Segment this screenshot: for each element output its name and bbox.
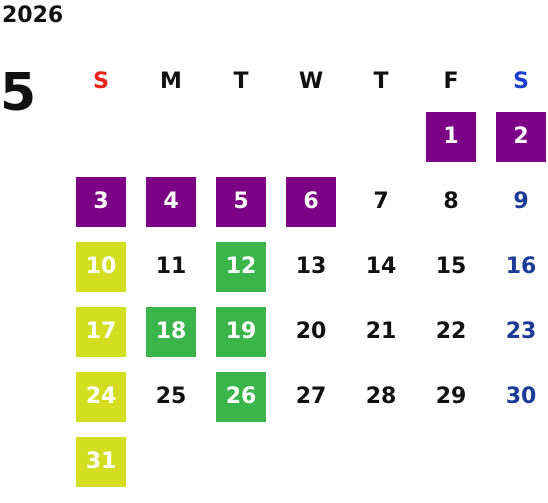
day-cell[interactable]: 14: [346, 234, 416, 299]
day-31: 31: [76, 436, 126, 487]
weekday-monday: M: [160, 68, 182, 94]
day-30: 30: [505, 384, 537, 409]
empty-cell: [346, 104, 416, 169]
day-25: 25: [155, 384, 187, 409]
day-cell[interactable]: 1: [416, 104, 486, 169]
day-4: 4: [146, 176, 196, 227]
day-cell[interactable]: 25: [136, 364, 206, 429]
day-cell[interactable]: 15: [416, 234, 486, 299]
day-cell[interactable]: 27: [276, 364, 346, 429]
day-cell[interactable]: 20: [276, 299, 346, 364]
empty-cell: [276, 104, 346, 169]
day-14: 14: [365, 254, 397, 279]
day-cell[interactable]: 7: [346, 169, 416, 234]
empty-cell: [206, 104, 276, 169]
month-number: 5: [0, 63, 37, 123]
day-2: 2: [496, 111, 546, 162]
day-19: 19: [216, 306, 266, 357]
day-cell[interactable]: 16: [486, 234, 548, 299]
weekday-wednesday: W: [298, 68, 324, 94]
day-cell[interactable]: 9: [486, 169, 548, 234]
day-29: 29: [435, 384, 467, 409]
day-cell[interactable]: 8: [416, 169, 486, 234]
day-27: 27: [295, 384, 327, 409]
day-11: 11: [155, 254, 187, 279]
day-1: 1: [426, 111, 476, 162]
day-18: 18: [146, 306, 196, 357]
day-cell[interactable]: 31: [66, 429, 136, 494]
day-cell[interactable]: 29: [416, 364, 486, 429]
day-15: 15: [435, 254, 467, 279]
day-23: 23: [505, 319, 537, 344]
day-cell[interactable]: 18: [136, 299, 206, 364]
day-16: 16: [505, 254, 537, 279]
day-26: 26: [216, 371, 266, 422]
day-cell[interactable]: 2: [486, 104, 548, 169]
day-cell[interactable]: 6: [276, 169, 346, 234]
day-cell[interactable]: 17: [66, 299, 136, 364]
day-cell[interactable]: 10: [66, 234, 136, 299]
day-22: 22: [435, 319, 467, 344]
day-cell[interactable]: 19: [206, 299, 276, 364]
day-cell[interactable]: 24: [66, 364, 136, 429]
day-12: 12: [216, 241, 266, 292]
day-cell[interactable]: 5: [206, 169, 276, 234]
day-20: 20: [295, 319, 327, 344]
weekday-tuesday: T: [233, 68, 249, 94]
day-3: 3: [76, 176, 126, 227]
day-cell[interactable]: 4: [136, 169, 206, 234]
day-6: 6: [286, 176, 336, 227]
day-21: 21: [365, 319, 397, 344]
day-5: 5: [216, 176, 266, 227]
empty-cell: [136, 104, 206, 169]
day-10: 10: [76, 241, 126, 292]
day-cell[interactable]: 11: [136, 234, 206, 299]
day-cell[interactable]: 21: [346, 299, 416, 364]
day-cell[interactable]: 12: [206, 234, 276, 299]
day-8: 8: [443, 189, 459, 214]
day-cell[interactable]: 13: [276, 234, 346, 299]
day-cell[interactable]: 22: [416, 299, 486, 364]
weekday-friday: F: [443, 68, 459, 94]
empty-cell: [66, 104, 136, 169]
day-17: 17: [76, 306, 126, 357]
day-7: 7: [373, 189, 389, 214]
weekday-thursday: T: [373, 68, 389, 94]
weekday-saturday: S: [513, 68, 529, 94]
day-cell[interactable]: 3: [66, 169, 136, 234]
weekday-sunday: S: [93, 68, 109, 94]
day-9: 9: [513, 189, 529, 214]
day-13: 13: [295, 254, 327, 279]
day-28: 28: [365, 384, 397, 409]
day-cell[interactable]: 23: [486, 299, 548, 364]
day-24: 24: [76, 371, 126, 422]
day-cell[interactable]: 28: [346, 364, 416, 429]
day-cell[interactable]: 26: [206, 364, 276, 429]
day-cell[interactable]: 30: [486, 364, 548, 429]
year-label: 2026: [2, 3, 64, 28]
